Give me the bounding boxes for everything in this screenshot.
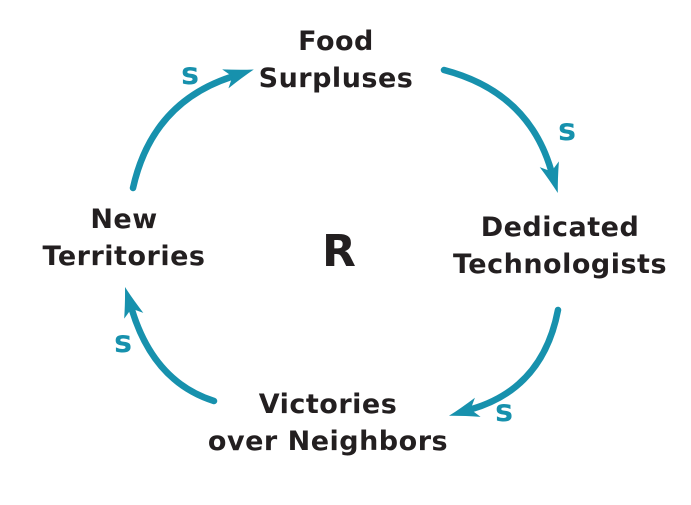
polarity-label-victories-to-new: s — [114, 325, 132, 360]
node-label-line: Dedicated — [480, 212, 640, 243]
polarity-label-dedicated-to-victories: s — [495, 394, 513, 429]
node-label-line: Territories — [42, 241, 206, 272]
node-label-line: Surpluses — [258, 63, 414, 94]
node-label-line: Food — [298, 26, 374, 57]
polarity-label-food-to-dedicated: s — [558, 113, 576, 148]
polarity-label-new-to-food: s — [181, 57, 199, 92]
node-label-line: Technologists — [452, 249, 668, 280]
node-victories-over-neighbors: Victories over Neighbors — [208, 386, 448, 460]
link-arrow-new-territories-to-food-surpluses — [129, 69, 254, 192]
node-label-line: New — [90, 204, 158, 235]
link-arrow-food-surpluses-to-dedicated-technologists — [440, 66, 559, 194]
reinforcing-loop-label: R — [322, 226, 356, 277]
node-label-line: Victories — [258, 389, 398, 420]
node-new-territories: New Territories — [43, 201, 206, 275]
node-label-line: over Neighbors — [207, 426, 449, 457]
node-dedicated-technologists: Dedicated Technologists — [453, 209, 667, 283]
node-food-surpluses: Food Surpluses — [259, 23, 414, 97]
link-arrow-victories-over-neighbors-to-new-territories — [124, 287, 218, 405]
link-arrow-dedicated-technologists-to-victories-over-neighbors — [448, 306, 562, 417]
